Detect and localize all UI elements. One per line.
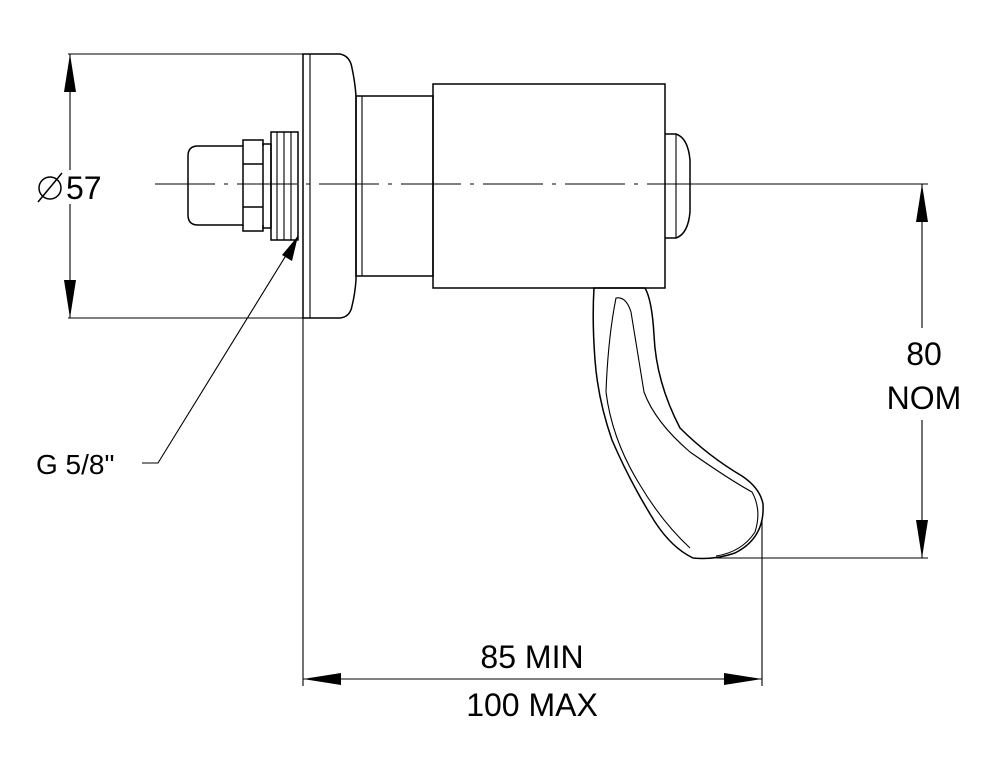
diameter-dimension: 57 [37,53,303,319]
lever-handle [592,287,764,560]
diameter-value: 57 [66,170,102,206]
arrowhead-down [916,520,928,558]
height-note: NOM [887,380,962,416]
inlet-connector [187,131,299,241]
diameter-symbol-icon [37,172,63,203]
valve-neck [355,95,434,277]
length-dimension: 85 MIN 100 MAX [302,318,763,723]
wall-flange [302,53,357,319]
height-value: 80 [906,336,942,372]
thread-label: G 5/8" [36,449,114,480]
end-cap [665,133,691,239]
thread-leader: G 5/8" [36,235,299,480]
arrowhead-up [916,184,928,222]
length-max: 100 MAX [466,687,598,723]
arrowhead-right [724,673,762,685]
arrowhead-left [303,673,341,685]
arrowhead-down [64,280,76,318]
arrowhead-thread [282,236,298,261]
arrowhead-up [64,54,76,92]
valve-body [187,53,764,560]
height-dimension: 80 NOM [700,183,962,559]
length-min: 85 MIN [480,639,583,675]
main-cylinder [432,83,666,289]
